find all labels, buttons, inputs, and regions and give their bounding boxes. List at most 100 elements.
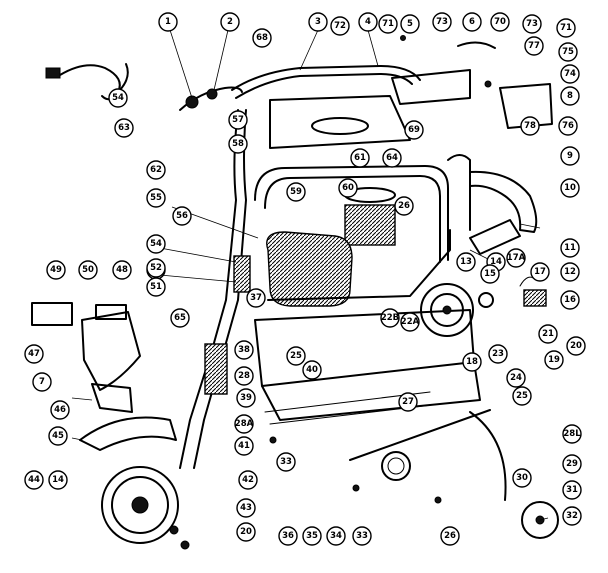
part-callout: 33 bbox=[276, 452, 296, 472]
part-callout: 24 bbox=[506, 368, 526, 388]
part-callout: 8 bbox=[560, 86, 580, 106]
callout-circle bbox=[276, 452, 296, 472]
callout-circle bbox=[490, 12, 510, 32]
callout-circle bbox=[400, 312, 420, 332]
callout-circle bbox=[558, 116, 578, 136]
callout-number: 56 bbox=[176, 211, 188, 221]
part-callout: 38 bbox=[234, 340, 254, 360]
part-callout: 39 bbox=[236, 388, 256, 408]
callout-number: 17 bbox=[534, 267, 546, 277]
caster-arm bbox=[349, 409, 491, 461]
callout-circle bbox=[236, 388, 256, 408]
part-callout: 77 bbox=[524, 36, 544, 56]
callout-circle bbox=[432, 12, 452, 32]
part-callout: 36 bbox=[278, 526, 298, 546]
part-callout: 28A bbox=[234, 414, 254, 434]
nut bbox=[352, 484, 360, 492]
part-callout: 5 bbox=[400, 14, 420, 34]
callout-circle bbox=[562, 454, 582, 474]
callout-circle bbox=[480, 264, 500, 284]
part-callout: 48 bbox=[112, 260, 132, 280]
callout-circle bbox=[170, 308, 190, 328]
pulley bbox=[523, 289, 547, 307]
callout-number: 73 bbox=[526, 19, 538, 29]
part-callout: 19 bbox=[544, 350, 564, 370]
part-callout: 6 bbox=[462, 12, 482, 32]
part-callout: 9 bbox=[560, 146, 580, 166]
callout-number: 28L bbox=[563, 429, 581, 439]
part-callout: 47 bbox=[24, 344, 44, 364]
callout-number: 64 bbox=[386, 153, 398, 163]
motor-block bbox=[344, 204, 396, 246]
leader-line bbox=[71, 437, 83, 441]
callout-number: 13 bbox=[460, 257, 472, 267]
front-hub bbox=[131, 496, 149, 514]
callout-circle bbox=[236, 498, 256, 518]
callout-circle bbox=[146, 188, 166, 208]
part-callout: 43 bbox=[236, 498, 256, 518]
callout-number: 54 bbox=[112, 93, 124, 103]
bracket bbox=[457, 41, 496, 49]
callout-circle bbox=[562, 424, 582, 444]
callout-number: 68 bbox=[256, 33, 268, 43]
part-callout: 34 bbox=[326, 526, 346, 546]
callout-number: 47 bbox=[28, 349, 40, 359]
part-callout: 35 bbox=[302, 526, 322, 546]
callout-number: 73 bbox=[436, 17, 448, 27]
callout-circle bbox=[302, 526, 322, 546]
callout-number: 37 bbox=[250, 293, 262, 303]
callout-circle bbox=[234, 366, 254, 386]
caster-wheel bbox=[381, 451, 411, 481]
callout-circle bbox=[394, 196, 414, 216]
callout-number: 35 bbox=[306, 531, 318, 541]
callout-number: 58 bbox=[232, 139, 244, 149]
exhaust-pipe bbox=[469, 219, 521, 255]
callout-number: 29 bbox=[566, 459, 578, 469]
callout-circle bbox=[538, 324, 558, 344]
callout-number: 14 bbox=[490, 257, 502, 267]
callout-number: 52 bbox=[150, 263, 162, 273]
callout-number: 31 bbox=[566, 485, 578, 495]
callout-circle bbox=[146, 277, 166, 297]
callout-number: 70 bbox=[494, 17, 506, 27]
part-callout: 62 bbox=[146, 160, 166, 180]
callout-number: 40 bbox=[306, 365, 318, 375]
callout-number: 62 bbox=[150, 165, 162, 175]
callout-number: 74 bbox=[564, 69, 576, 79]
lower-frame bbox=[261, 361, 481, 421]
callout-circle bbox=[462, 352, 482, 372]
callout-circle bbox=[238, 470, 258, 490]
callout-circle bbox=[220, 12, 240, 32]
part-callout: 11 bbox=[560, 238, 580, 258]
callout-number: 55 bbox=[150, 193, 162, 203]
part-callout: 26 bbox=[394, 196, 414, 216]
callout-number: 1 bbox=[165, 17, 171, 27]
switch-knob bbox=[185, 95, 199, 109]
nut bbox=[169, 525, 179, 535]
part-callout: 50 bbox=[78, 260, 98, 280]
part-callout: 71 bbox=[556, 18, 576, 38]
part-callout: 49 bbox=[46, 260, 66, 280]
callout-number: 18 bbox=[466, 357, 478, 367]
nut bbox=[269, 436, 277, 444]
nut bbox=[434, 496, 442, 504]
part-callout: 40 bbox=[302, 360, 322, 380]
callout-number: 71 bbox=[382, 19, 394, 29]
callout-number: 33 bbox=[280, 457, 292, 467]
callout-number: 45 bbox=[52, 431, 64, 441]
callout-circle bbox=[462, 12, 482, 32]
callout-circle bbox=[302, 360, 322, 380]
callout-circle bbox=[78, 260, 98, 280]
callout-number: 57 bbox=[232, 115, 244, 125]
callout-circle bbox=[146, 258, 166, 278]
part-callout: 25 bbox=[512, 386, 532, 406]
motor-frame bbox=[254, 165, 449, 261]
callout-circle bbox=[46, 260, 66, 280]
callout-circle bbox=[562, 506, 582, 526]
callout-number: 43 bbox=[240, 503, 252, 513]
callout-number: 71 bbox=[560, 23, 572, 33]
callout-number: 15 bbox=[484, 269, 496, 279]
callout-number: 10 bbox=[564, 183, 576, 193]
callout-number: 19 bbox=[548, 355, 560, 365]
callout-number: 12 bbox=[564, 267, 576, 277]
